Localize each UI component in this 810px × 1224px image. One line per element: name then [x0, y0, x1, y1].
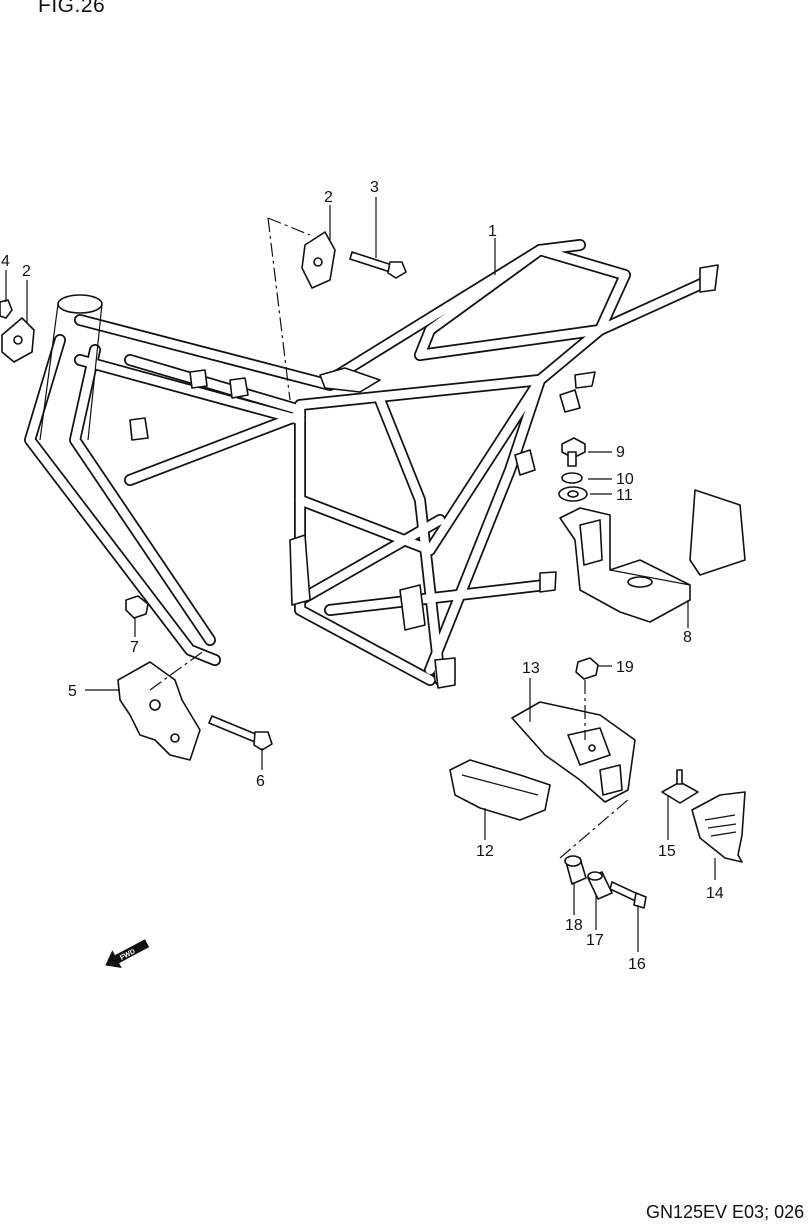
part-12-guard	[449, 759, 551, 821]
callout-1: 1	[488, 223, 497, 240]
part-8-bracket	[559, 489, 746, 623]
callout-2-left: 2	[22, 263, 31, 280]
part-19-nut	[575, 657, 599, 680]
callout-17: 17	[586, 932, 604, 949]
part-14-bracket	[691, 791, 746, 863]
callout-5: 5	[68, 683, 77, 700]
part-16-bolt	[609, 881, 647, 909]
part-15-plate	[661, 769, 699, 804]
callout-16: 16	[628, 956, 646, 973]
callout-13: 13	[522, 660, 540, 677]
callout-4: 4	[1, 253, 10, 270]
fwd-label: FWD	[119, 948, 136, 962]
callout-19: 19	[616, 659, 634, 676]
part-18-bushing	[564, 855, 587, 885]
part-17-collar	[587, 871, 613, 900]
part-10-washer	[561, 472, 583, 484]
part-2-bracket-upper	[301, 231, 336, 289]
part-13-guard	[511, 701, 636, 803]
callout-11: 11	[616, 487, 633, 504]
part-11-grommet	[558, 486, 588, 502]
callout-7: 7	[130, 639, 139, 656]
part-4-nut	[0, 299, 13, 319]
callout-10: 10	[616, 471, 634, 488]
leader-lines	[5, 197, 716, 952]
frame-assembly	[24, 239, 719, 689]
callout-15: 15	[658, 843, 676, 860]
callout-3: 3	[370, 179, 379, 196]
callout-18: 18	[565, 917, 583, 934]
callout-9: 9	[616, 444, 625, 461]
callout-8: 8	[683, 629, 692, 646]
part-6-bolt	[208, 715, 273, 751]
part-3-bolt	[349, 251, 407, 279]
drawing-code: GN125EV E03; 026	[646, 1202, 805, 1222]
callouts: 1 2 2 3 4 5 6 7 8 9 10 11 12 13 14 15 16…	[1, 179, 724, 973]
figure-title: FIG.26	[38, 0, 106, 17]
fwd-arrow-icon: FWD	[105, 939, 150, 968]
part-9-bolt	[561, 437, 586, 467]
part-7-nut	[125, 595, 149, 619]
callout-2-upper: 2	[324, 189, 333, 206]
part-5-bracket	[117, 661, 201, 761]
callout-14: 14	[706, 885, 724, 902]
callout-12: 12	[476, 843, 494, 860]
part-2-bracket-left	[1, 317, 35, 363]
callout-6: 6	[256, 773, 265, 790]
